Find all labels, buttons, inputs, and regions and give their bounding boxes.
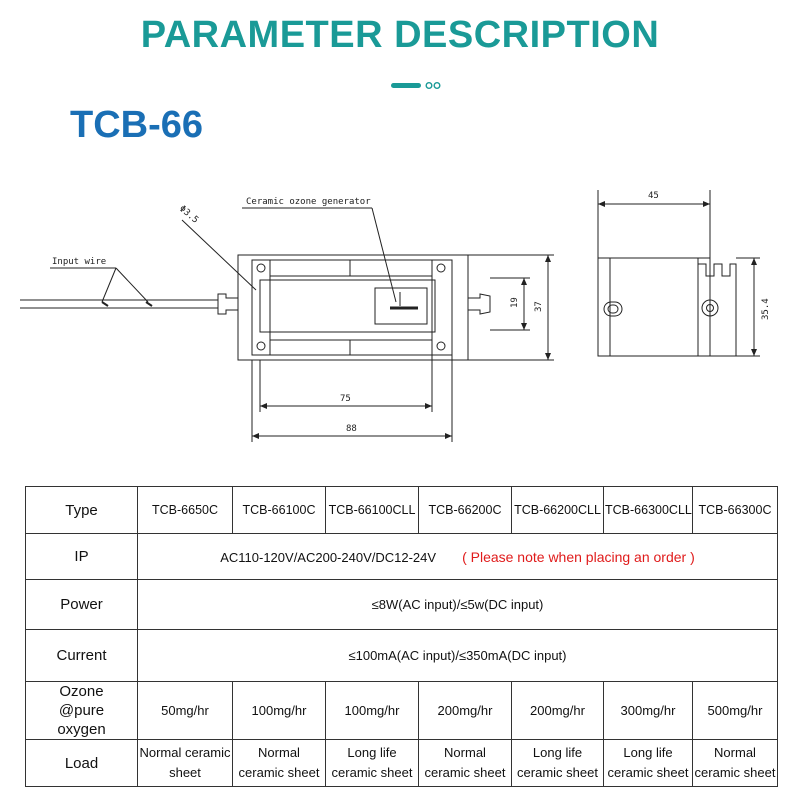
ip-cell: AC110-120V/AC200-240V/DC12-24V ( Please n… <box>137 533 778 580</box>
row-label-type: Type <box>25 486 138 534</box>
ip-value: AC110-120V/AC200-240V/DC12-24V <box>220 549 437 565</box>
load-cell: Normal ceramic sheet <box>137 739 233 787</box>
type-cell: TCB-66100CLL <box>325 486 419 534</box>
current-value: ≤100mA(AC input)/≤350mA(DC input) <box>137 629 778 682</box>
ozone-cell: 100mg/hr <box>325 681 419 740</box>
dim-19: 19 <box>510 297 520 308</box>
technical-drawing: Ceramic ozone generator Input wire Φ3.5 … <box>20 190 771 442</box>
ozone-cell: 500mg/hr <box>692 681 778 740</box>
table-row-ip: IP AC110-120V/AC200-240V/DC12-24V ( Pleas… <box>25 533 778 580</box>
dim-75: 75 <box>340 394 351 404</box>
ip-note: ( Please note when placing an order ) <box>462 548 695 565</box>
type-cell: TCB-66300CLL <box>603 486 693 534</box>
row-label-load: Load <box>25 739 138 787</box>
page-title: PARAMETER DESCRIPTION <box>140 14 660 56</box>
label-input-wire: Input wire <box>52 257 106 267</box>
type-cell: TCB-66200CLL <box>511 486 604 534</box>
load-cell: Normal ceramic sheet <box>232 739 326 787</box>
ozone-cell: 200mg/hr <box>511 681 604 740</box>
ozone-cell: 200mg/hr <box>418 681 512 740</box>
ozone-cell: 50mg/hr <box>137 681 233 740</box>
type-cell: TCB-66300C <box>692 486 778 534</box>
type-cell: TCB-66100C <box>232 486 326 534</box>
load-cell: Normal ceramic sheet <box>692 739 778 787</box>
table-row-current: Current ≤100mA(AC input)/≤350mA(DC input… <box>25 629 778 682</box>
dim-35-4: 35.4 <box>761 298 771 320</box>
table-row-type: Type TCB-6650C TCB-66100C TCB-66100CLL T… <box>25 486 778 534</box>
power-value: ≤8W(AC input)/≤5w(DC input) <box>137 579 778 630</box>
type-cell: TCB-6650C <box>137 486 233 534</box>
load-cell: Long life ceramic sheet <box>603 739 693 787</box>
row-label-current: Current <box>25 629 138 682</box>
label-phi: Φ3.5 <box>177 204 200 226</box>
dim-37: 37 <box>534 301 544 312</box>
row-label-ip: IP <box>25 533 138 580</box>
load-cell: Long life ceramic sheet <box>511 739 604 787</box>
table-row-load: Load Normal ceramic sheet Normal ceramic… <box>25 739 778 787</box>
load-cell: Normal ceramic sheet <box>418 739 512 787</box>
label-ceramic-generator: Ceramic ozone generator <box>246 197 371 207</box>
model-heading: TCB-66 <box>70 104 204 146</box>
title-divider-icon <box>391 82 441 89</box>
dim-45: 45 <box>648 191 659 201</box>
ozone-cell: 300mg/hr <box>603 681 693 740</box>
row-label-power: Power <box>25 579 138 630</box>
row-label-ozone: Ozone @pure oxygen <box>25 681 138 740</box>
type-cell: TCB-66200C <box>418 486 512 534</box>
parameter-table: Type TCB-6650C TCB-66100C TCB-66100CLL T… <box>25 486 778 787</box>
table-row-power: Power ≤8W(AC input)/≤5w(DC input) <box>25 579 778 630</box>
load-cell: Long life ceramic sheet <box>325 739 419 787</box>
table-row-ozone: Ozone @pure oxygen 50mg/hr 100mg/hr 100m… <box>25 681 778 740</box>
dim-88: 88 <box>346 424 357 434</box>
ozone-cell: 100mg/hr <box>232 681 326 740</box>
